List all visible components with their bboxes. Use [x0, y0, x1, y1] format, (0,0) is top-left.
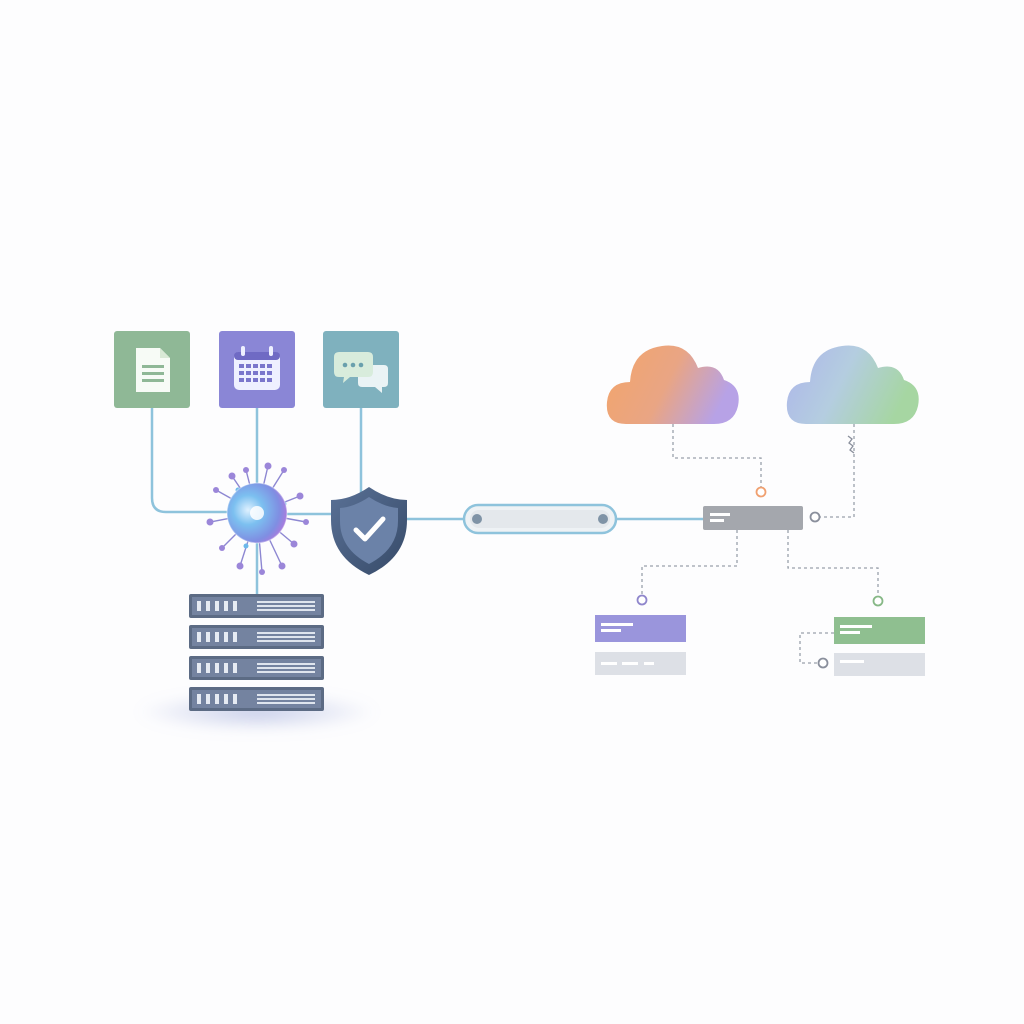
cloud-secondary[interactable] [786, 345, 919, 424]
router-to-card-purple-line [641, 530, 738, 596]
port-card-green-side [817, 657, 829, 669]
card-purple-ghost [595, 652, 686, 675]
network-hub[interactable] [206, 462, 310, 576]
card-green-ghost [834, 653, 925, 676]
card-green[interactable] [834, 617, 925, 644]
router-to-card-green-line [787, 530, 879, 596]
card-purple[interactable] [595, 615, 686, 642]
server-stack-icon [189, 594, 324, 711]
cloud-secondary-to-router-line [820, 424, 855, 518]
calendar-tile[interactable] [219, 331, 295, 408]
port-router-top [755, 486, 767, 498]
server-unit [189, 656, 324, 680]
router-icon [703, 506, 803, 530]
doc-to-hub-line [150, 406, 240, 514]
data-pipe[interactable] [462, 503, 618, 535]
card-green-side-line [799, 632, 834, 664]
chat-icon [334, 352, 388, 393]
shield-check-icon [331, 487, 407, 575]
ports [636, 486, 884, 669]
server-stack[interactable] [137, 594, 377, 732]
dashed-connectors [641, 424, 879, 664]
cloud-primary-to-router-line [672, 424, 762, 487]
server-unit [189, 594, 324, 618]
router[interactable] [703, 506, 803, 530]
server-unit [189, 687, 324, 711]
chat-tile[interactable] [323, 331, 399, 408]
cloud-icon [606, 345, 739, 424]
cloud-primary[interactable] [606, 345, 739, 424]
network-hub-icon [206, 462, 309, 575]
security-shield[interactable] [331, 487, 407, 575]
cloud-icon [786, 345, 919, 424]
signal-squiggle [847, 435, 855, 454]
connectors [150, 406, 706, 598]
calendar-icon [234, 346, 280, 390]
document-icon [136, 348, 170, 392]
port-card-green [872, 595, 884, 607]
server-unit [189, 625, 324, 649]
data-pipe-icon [462, 503, 618, 535]
port-card-purple [636, 594, 648, 606]
document-tile[interactable] [114, 331, 190, 408]
port-router-right [809, 511, 821, 523]
